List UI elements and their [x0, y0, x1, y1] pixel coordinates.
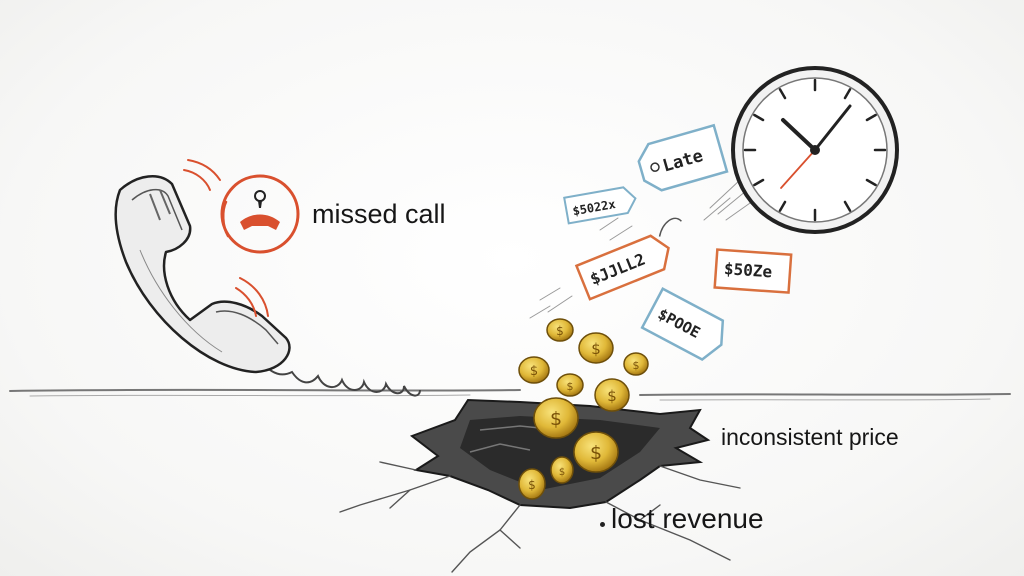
price-tag-4: $POOE	[640, 287, 725, 361]
coin-icon: $	[578, 332, 614, 364]
clock-tick	[778, 200, 787, 212]
coin-icon: $	[518, 356, 550, 384]
missed-call-icon	[220, 174, 300, 254]
coin-icon: $	[623, 352, 649, 376]
svg-text:$: $	[559, 467, 565, 478]
price-tag-3-text: $50Ze	[723, 259, 772, 281]
coin-icon: $	[546, 318, 574, 342]
coin-icon: $	[594, 378, 630, 412]
svg-text:$: $	[528, 478, 536, 492]
inconsistent-price-label: inconsistent price	[721, 424, 899, 450]
clock-tick	[778, 88, 787, 100]
coin-icon: $	[556, 373, 584, 397]
clock-tick	[865, 178, 877, 187]
missed-call-label: missed call	[312, 199, 446, 229]
svg-text:$: $	[550, 408, 562, 430]
svg-text:$: $	[530, 364, 538, 379]
clock-tick	[843, 200, 852, 212]
phone-cord	[261, 361, 421, 397]
coin-icon: $	[550, 456, 574, 484]
phone-handset-icon	[114, 175, 291, 374]
coin-icon: $	[533, 397, 579, 439]
svg-text:$: $	[567, 380, 574, 393]
coin-icon: $	[518, 468, 546, 500]
clock-tick	[843, 88, 852, 100]
ground-crack-icon	[339, 398, 741, 573]
motion-lines	[529, 179, 761, 319]
coin-icon: $	[573, 431, 619, 473]
coins-group: $ $ $ $ $ $ $ $ $ $	[518, 318, 649, 500]
lost-revenue-label: lost revenue	[611, 503, 764, 534]
svg-text:$: $	[590, 442, 602, 464]
price-tag-late: Late	[637, 123, 729, 192]
price-tag-2: $JJLL2	[574, 217, 682, 301]
bullet-dot	[600, 522, 605, 527]
svg-text:$: $	[556, 324, 564, 338]
price-tag-1: $5022x	[563, 186, 637, 225]
clock-tick	[865, 113, 877, 122]
ground-line	[9, 388, 1011, 401]
clock-tick	[753, 113, 765, 122]
price-tag-3: $50Ze	[713, 248, 793, 294]
clock-icon	[731, 66, 899, 234]
svg-text:$: $	[591, 340, 601, 358]
ringing-waves	[183, 159, 269, 317]
svg-text:$: $	[633, 359, 640, 372]
clock-tick	[753, 178, 765, 187]
svg-text:$: $	[607, 387, 617, 405]
